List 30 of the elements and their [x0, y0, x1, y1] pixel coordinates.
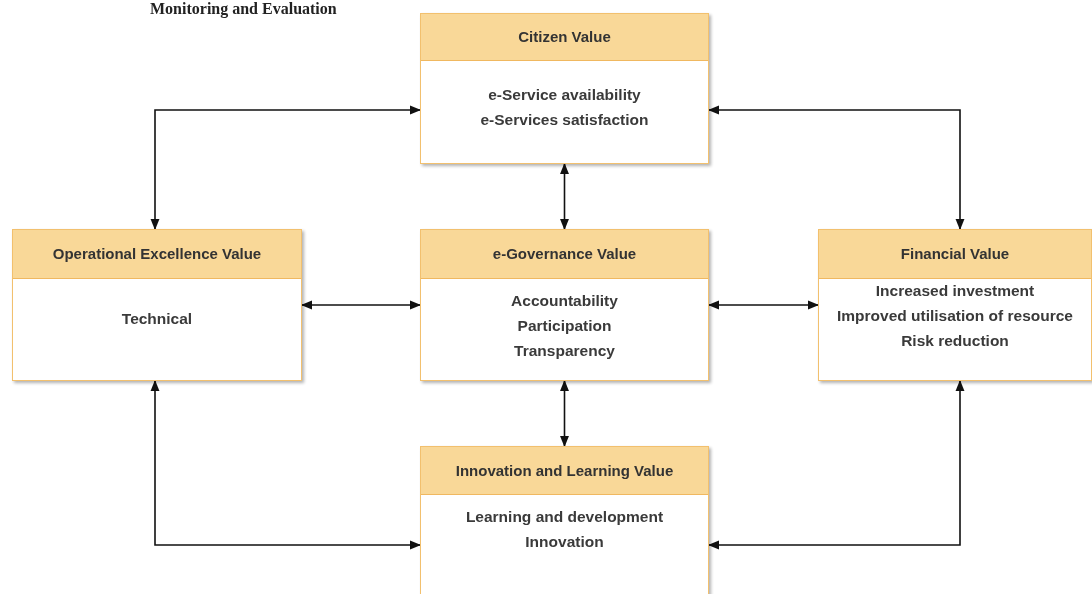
card-item: e-Services satisfaction [480, 109, 649, 130]
card-item: Increased investment [875, 281, 1035, 301]
value-card [420, 13, 709, 164]
double-arrow [707, 300, 820, 310]
double-arrow [560, 379, 569, 448]
card-heading: e-Governance Value [492, 244, 637, 264]
card-item: Transparency [514, 340, 615, 361]
double-arrow [707, 379, 965, 550]
card-item: Participation [517, 315, 612, 336]
double-arrow [560, 162, 569, 231]
double-arrow [707, 105, 965, 231]
card-item: Learning and development [465, 507, 664, 527]
card-item: Innovation [525, 531, 604, 552]
value-card [420, 446, 709, 594]
card-heading: Operational Excellence Value [52, 244, 262, 264]
double-arrow [150, 105, 422, 231]
value-card [818, 229, 1092, 381]
card-heading: Innovation and Learning Value [455, 460, 674, 481]
diagram-title: Monitoring and Evaluation [150, 0, 337, 18]
double-arrow [150, 379, 422, 550]
card-item: Risk reduction [901, 330, 1009, 351]
card-item: e-Service availability [488, 85, 641, 105]
card-heading: Financial Value [900, 244, 1010, 264]
value-card [420, 229, 709, 381]
value-card [12, 229, 302, 381]
double-arrow [300, 300, 422, 310]
card-heading: Citizen Value [518, 27, 611, 47]
card-item: Improved utilisation of resource [837, 305, 1073, 326]
card-item: Technical [121, 309, 193, 329]
card-item: Accountability [511, 291, 618, 311]
